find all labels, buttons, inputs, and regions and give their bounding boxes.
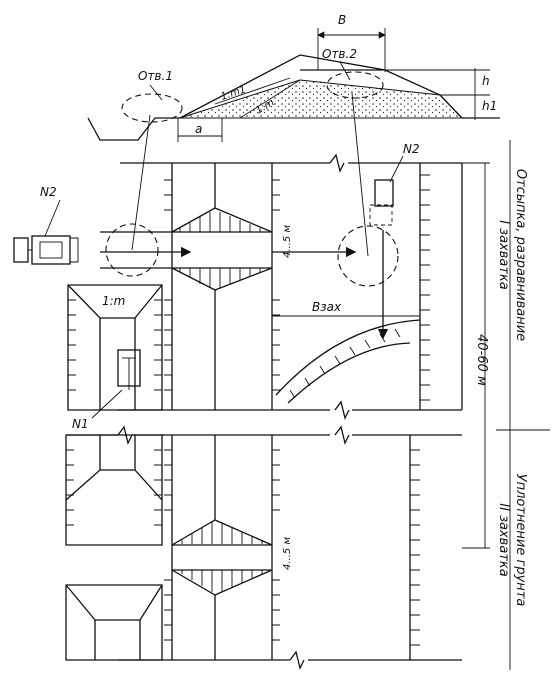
label-n2-left: N2 xyxy=(40,185,57,199)
label-h1: h1 xyxy=(482,99,497,113)
length-dimension xyxy=(462,140,550,670)
label-n1: N1 xyxy=(72,417,89,431)
label-b-zakh: Bзах xyxy=(312,300,342,314)
stage1-title: Отсыпка, разравнивание xyxy=(513,169,528,341)
label-otv1: Отв.1 xyxy=(138,69,173,83)
cross-section xyxy=(87,28,500,142)
label-width-lower: 4...5 м xyxy=(282,537,293,570)
label-length: 40-60 м xyxy=(474,334,489,386)
label-otv2: Отв.2 xyxy=(322,47,357,61)
plan-stage2 xyxy=(65,425,462,670)
plan-stage1 xyxy=(67,92,463,420)
label-h: h xyxy=(482,74,490,88)
label-n2-top: N2 xyxy=(403,142,420,156)
bulldozer-icon xyxy=(369,179,394,226)
roller-icon xyxy=(117,349,141,390)
label-B: B xyxy=(338,13,346,27)
stage2-title: Уплотнение грунта xyxy=(513,474,528,607)
label-slope-pit: 1:m xyxy=(102,294,125,308)
label-width-upper: 4...5 м xyxy=(282,225,293,258)
bulldozer-icon xyxy=(13,235,79,265)
stage1-subtitle: I захватка xyxy=(496,220,511,290)
label-a: a xyxy=(195,122,202,136)
stage2-subtitle: II захватка xyxy=(496,503,511,576)
